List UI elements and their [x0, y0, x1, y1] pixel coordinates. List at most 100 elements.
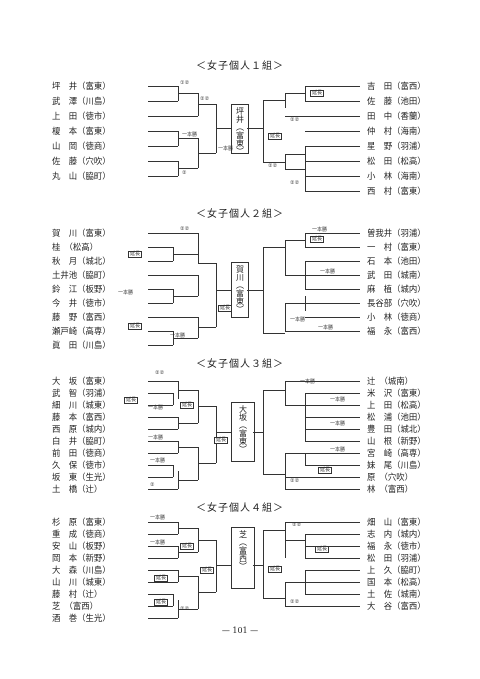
- bracket-line: [178, 423, 198, 424]
- winner-name: 賀川（富東）: [235, 265, 245, 313]
- player-name: 原 （穴吹）: [367, 472, 414, 482]
- bracket-line: [305, 582, 306, 594]
- bracket-line: [263, 100, 285, 101]
- player-name: 辻 （城南）: [367, 376, 414, 386]
- bracket-line: [305, 146, 306, 161]
- bracket-line: [305, 453, 306, 465]
- player-name: 西 原（城内）: [52, 424, 111, 434]
- bracket-line: [173, 254, 198, 255]
- player-name: 仲 村（海南）: [367, 126, 426, 136]
- score: ②②: [155, 370, 165, 376]
- extension-label: 延長: [310, 236, 325, 243]
- bracket-line: [285, 169, 305, 170]
- player-name: 松 浦（池田）: [367, 412, 426, 422]
- score: ①②: [180, 80, 190, 86]
- score: ②②: [290, 599, 300, 605]
- ippon-note: 一本勝: [290, 317, 306, 323]
- ippon-note: 一本勝: [330, 421, 346, 427]
- bracket-line: [285, 522, 360, 523]
- bracket-line: [285, 405, 305, 406]
- bracket-line: [148, 345, 173, 346]
- extension-label: 延長: [318, 467, 333, 474]
- bracket-line: [148, 289, 173, 290]
- bracket-line: [148, 606, 173, 607]
- player-name: 小 林（徳商）: [367, 312, 426, 322]
- player-name: 山 岡（徳商）: [52, 141, 111, 151]
- bracket-line: [263, 598, 285, 599]
- bracket-line: [305, 570, 360, 571]
- score: ②: [182, 170, 187, 176]
- bracket-line: [305, 417, 360, 418]
- bracket-line: [285, 381, 286, 405]
- player-name: 岡 本（新野）: [52, 553, 111, 563]
- bracket-line: [148, 546, 178, 547]
- page-number: — 101 —: [221, 626, 259, 635]
- bracket-line: [253, 565, 263, 566]
- player-name: 星 野（羽浦）: [367, 141, 426, 151]
- bracket-line: [305, 570, 306, 582]
- bracket-line: [285, 381, 360, 382]
- bracket-line: [285, 93, 305, 94]
- player-name: 松 田（羽浦）: [367, 553, 426, 563]
- player-name: 丸 山（脇町）: [52, 171, 111, 181]
- section-title: ＜女子個人２組＞: [196, 209, 284, 220]
- bracket-line: [285, 154, 305, 155]
- bracket-line: [178, 390, 198, 391]
- player-name: 福 永（徳市）: [367, 541, 426, 551]
- bracket-line: [148, 146, 178, 147]
- ippon-note: 一本勝: [150, 540, 166, 546]
- bracket-line: [198, 406, 216, 407]
- player-name: 佐 藤（池田）: [367, 96, 426, 106]
- player-name: 武 澤（川島）: [52, 96, 111, 106]
- bracket-line: [148, 303, 173, 304]
- extension-label: 延長: [315, 546, 330, 553]
- player-name: 小 林（海南）: [367, 171, 426, 181]
- player-name: 米 沢（富東）: [367, 388, 426, 398]
- bracket-line: [216, 432, 231, 433]
- bracket-line: [148, 570, 178, 571]
- bracket-line: [148, 275, 198, 276]
- player-name: 豊 田（城北）: [367, 424, 426, 434]
- player-name: 林 （富西）: [367, 484, 414, 494]
- bracket-line: [285, 154, 286, 169]
- ippon-note: 一本勝: [218, 146, 234, 152]
- player-name: 秋 月（城北）: [52, 256, 111, 266]
- bracket-line: [148, 429, 178, 430]
- bracket-line: [178, 552, 198, 553]
- player-name: 佐 藤（穴吹）: [52, 156, 111, 166]
- bracket-line: [148, 393, 173, 394]
- bracket-line: [178, 528, 198, 529]
- bracket-line: [305, 233, 360, 234]
- extension-label: 延長: [200, 567, 215, 574]
- bracket-line: [305, 131, 360, 132]
- bracket-line: [148, 522, 178, 523]
- bracket-line: [285, 489, 360, 490]
- player-name: 国 本（松高）: [367, 577, 426, 587]
- bracket-line: [305, 275, 360, 276]
- bracket-line: [305, 465, 360, 466]
- ippon-note: 一本勝: [330, 447, 346, 453]
- bracket-line: [173, 296, 198, 297]
- bracket-line: [285, 453, 286, 489]
- bracket-line: [178, 93, 198, 94]
- bracket-line: [216, 540, 217, 592]
- player-name: 麻 植（城内）: [367, 284, 426, 294]
- player-name: 白 井（脇町）: [52, 436, 111, 446]
- player-name: 松 田（松高）: [367, 156, 426, 166]
- player-name: 藤 本（富西）: [52, 412, 111, 422]
- score: ②②: [268, 163, 278, 169]
- section-title: ＜女子個人３組＞: [196, 359, 284, 370]
- player-name: 今 井（徳市）: [52, 298, 111, 308]
- bracket-line: [263, 247, 264, 333]
- bracket-line: [198, 463, 216, 464]
- bracket-line: [305, 86, 306, 101]
- bracket-line: [148, 405, 173, 406]
- player-name: 榎 本（富東）: [52, 126, 111, 136]
- bracket-line: [173, 465, 174, 477]
- extension-label: 延長: [268, 133, 283, 140]
- player-name: 土 佐（城南）: [367, 589, 426, 599]
- bracket-line: [148, 131, 178, 132]
- bracket-line: [305, 261, 360, 262]
- score: ②②: [180, 606, 190, 612]
- bracket-line: [305, 289, 360, 290]
